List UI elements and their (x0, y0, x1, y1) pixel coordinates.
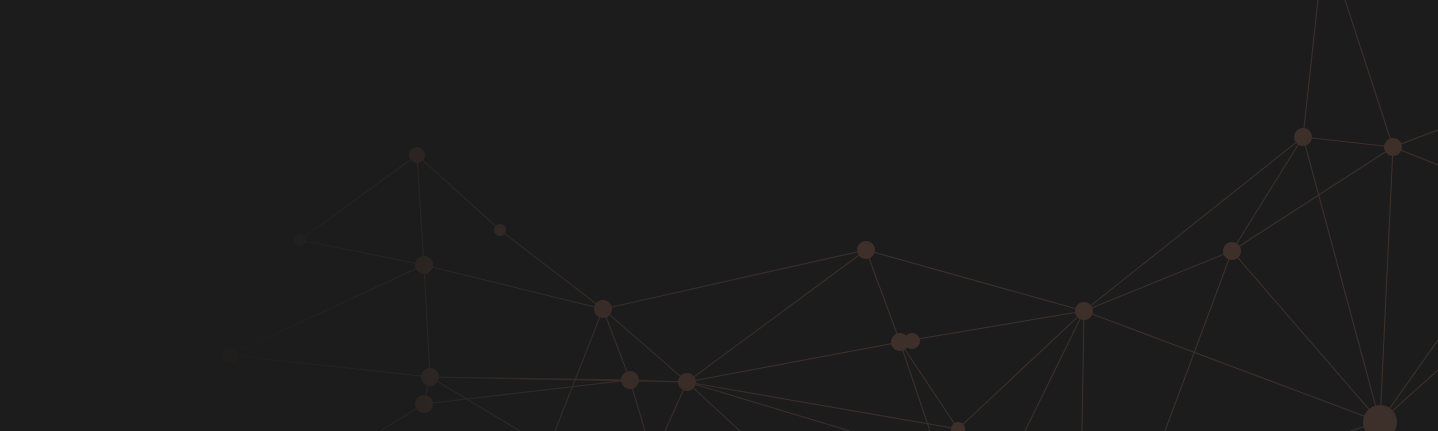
hero-background (0, 0, 1438, 431)
fade-overlay (0, 0, 1438, 431)
network-decoration (0, 0, 1438, 431)
